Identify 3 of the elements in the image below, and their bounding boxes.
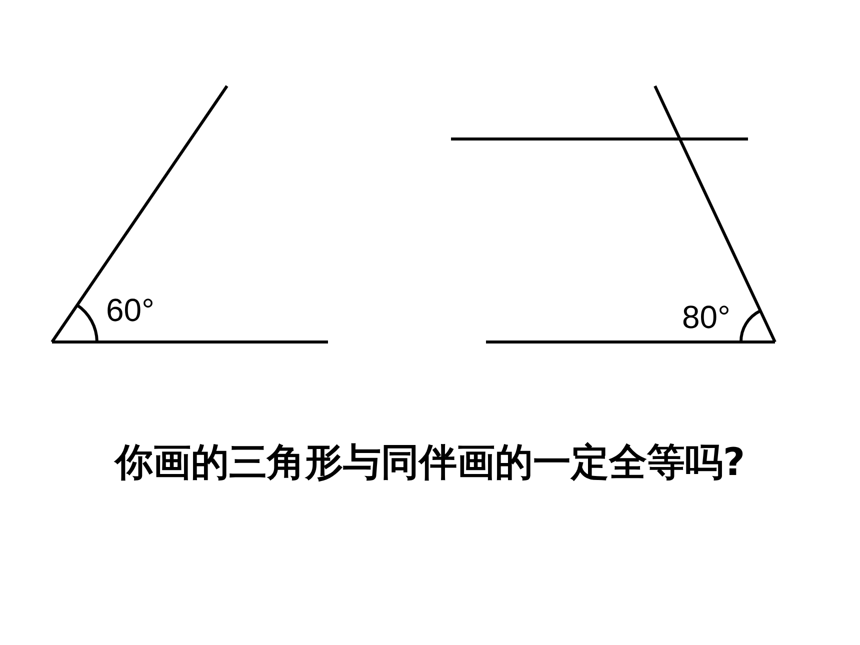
question-text: 你画的三角形与同伴画的一定全等吗?: [113, 440, 746, 486]
angle-label: 80°: [682, 301, 730, 333]
angle-label: 60°: [106, 294, 154, 326]
